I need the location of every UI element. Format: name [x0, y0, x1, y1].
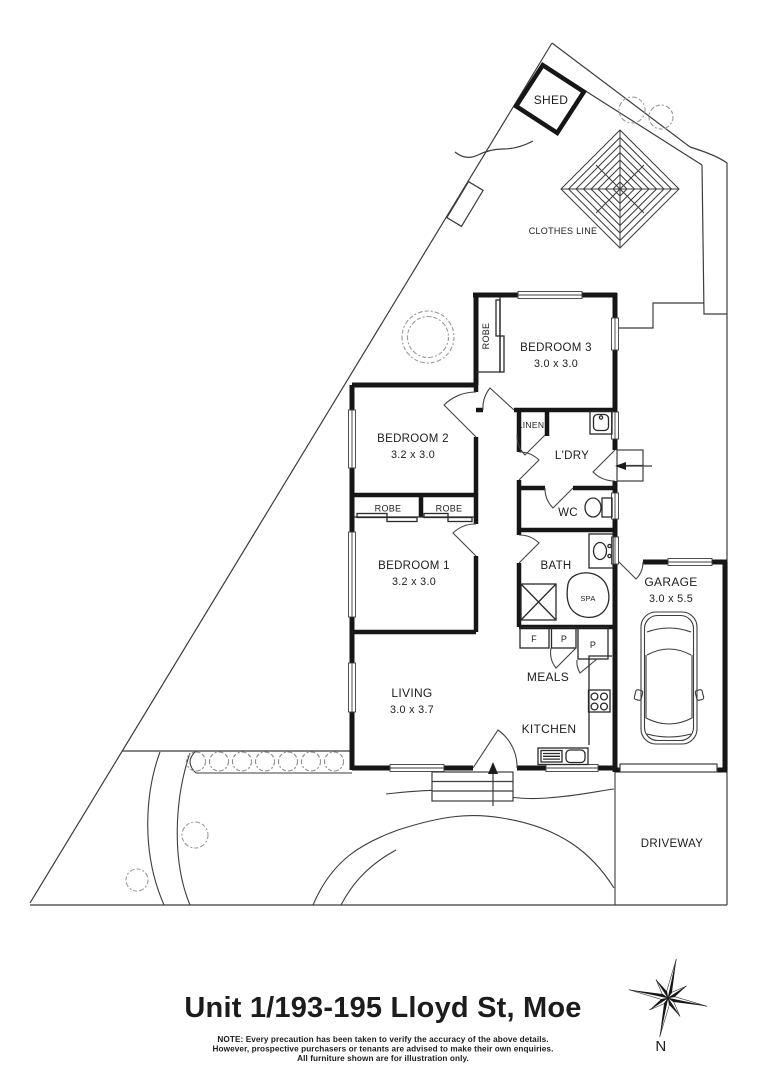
- robe-bed3-label: ROBE: [481, 323, 491, 350]
- garden-bed-edge: [189, 750, 352, 774]
- door-bed2: [443, 391, 477, 438]
- robe-right-label: ROBE: [436, 504, 463, 514]
- boundary-right: [551, 42, 728, 905]
- fridge-space: [519, 626, 550, 649]
- caption: Unit 1/193-195 Lloyd St, Moe NOTE: Every…: [184, 992, 581, 1063]
- tree-large-inner-icon: [406, 315, 450, 359]
- disclaimer-line3: All furniture shown are for illustration…: [297, 1054, 469, 1063]
- wc-label: WC: [558, 507, 578, 519]
- spa-tub: [566, 572, 610, 619]
- bedroom1-dims: 3.2 x 3.0: [392, 576, 436, 588]
- shed: [512, 61, 588, 137]
- fence-shed-scallop: [454, 140, 534, 158]
- door-linen: [516, 434, 546, 456]
- robe-bed3-door-panel: [499, 335, 505, 373]
- bedroom3-label: BEDROOM 3: [520, 342, 592, 354]
- compass-white-points: [628, 958, 708, 1038]
- fence-house-to-east: [617, 302, 704, 329]
- door-bed3: [482, 387, 515, 411]
- clothes-line-label: CLOTHES LINE: [529, 226, 598, 236]
- tree-large-icon: [401, 310, 455, 364]
- pantry1-label: P: [561, 634, 567, 644]
- bedroom1-label: BEDROOM 1: [378, 560, 450, 572]
- stove-cooktop: [587, 689, 611, 713]
- robe-bed3-door-panel: [495, 299, 501, 337]
- disclaimer-line1: NOTE: Every precaution has been taken to…: [217, 1035, 548, 1044]
- robe-left-label: ROBE: [375, 504, 402, 514]
- door-garage-personnel: [618, 561, 644, 580]
- kitchen-bench: [588, 655, 612, 745]
- entry-arrow-icon: [488, 762, 498, 774]
- clothes-line: [560, 129, 680, 249]
- bedroom3-dims: 3.0 x 3.0: [534, 358, 578, 370]
- pantry-2: [577, 626, 609, 660]
- garden-bed-bushes: [185, 751, 345, 772]
- tree-top-right-icon: [648, 104, 674, 130]
- door-bed1: [452, 523, 477, 557]
- bath-label: BATH: [540, 560, 571, 572]
- bedroom2-dims: 3.2 x 3.0: [391, 449, 435, 461]
- door-laundry-hall: [518, 451, 540, 481]
- house-walls-internal: [352, 385, 615, 635]
- garage-label: GARAGE: [644, 575, 697, 589]
- car-top-view: [633, 611, 705, 745]
- spa-label: SPA: [580, 594, 595, 603]
- fence-shed-to-east: [583, 89, 703, 166]
- door-front: [472, 729, 518, 769]
- meals-label: MEALS: [527, 670, 569, 684]
- boundary-gate-structure: [446, 180, 484, 228]
- door-laundry-back: [592, 449, 616, 482]
- laundry-label: L'DRY: [555, 450, 589, 462]
- shed-label: SHED: [534, 93, 569, 107]
- kitchen-label: KITCHEN: [522, 722, 577, 736]
- door-wc: [544, 487, 574, 509]
- tree-top-left-icon: [618, 96, 646, 124]
- car-mirror-left: [633, 689, 644, 701]
- door-bath: [518, 534, 540, 564]
- site-boundary: [29, 42, 728, 906]
- bush-corner-icon: [125, 868, 149, 892]
- driveway-label: DRIVEWAY: [641, 838, 703, 850]
- front-path-sweep-inner: [340, 849, 397, 906]
- robes: [354, 297, 505, 523]
- laundry-trough: [589, 410, 613, 435]
- entries: [431, 449, 718, 806]
- door-pantry2: [576, 658, 598, 674]
- living-label: LIVING: [391, 686, 432, 700]
- front-path-sweep-outer: [312, 815, 615, 906]
- laundry-arrow-icon: [615, 462, 626, 470]
- front-porch-steps: [431, 762, 514, 806]
- shower: [520, 583, 557, 621]
- compass-rose: [628, 958, 708, 1038]
- laundry-steps: [615, 449, 652, 482]
- page-title: Unit 1/193-195 Lloyd St, Moe: [184, 992, 581, 1024]
- garage-dims: 3.0 x 5.5: [649, 593, 693, 605]
- pantry2-label: P: [590, 640, 596, 650]
- door-pantry1: [550, 647, 577, 669]
- garage-door-panel: [619, 763, 718, 773]
- vanity-basin: [588, 533, 614, 569]
- side-path-right: [176, 752, 191, 906]
- bedroom2-label: BEDROOM 2: [377, 433, 449, 445]
- toilet: [584, 497, 613, 518]
- kitchen-sink: [537, 747, 589, 766]
- fridge-label: F: [531, 634, 537, 644]
- disclaimer-line2: However, prospective purchasers or tenan…: [213, 1045, 554, 1054]
- plan-labels: SHED CLOTHES LINE DRIVEWAY BEDROOM 3 3.0…: [375, 93, 703, 1055]
- pantry-1: [550, 626, 577, 649]
- side-path-left: [147, 751, 165, 906]
- living-dims: 3.0 x 3.7: [390, 704, 434, 716]
- fence-east-inner: [701, 164, 727, 315]
- compass-north-label: N: [655, 1038, 666, 1055]
- linen-label: LINEN: [518, 420, 545, 430]
- garden-paths: [147, 750, 616, 906]
- fixtures: [519, 410, 614, 766]
- bush-yard-icon: [181, 821, 209, 849]
- windows: [348, 291, 713, 772]
- door-swings: [443, 387, 644, 769]
- vegetation: [125, 96, 674, 892]
- car-mirror-right: [694, 689, 705, 701]
